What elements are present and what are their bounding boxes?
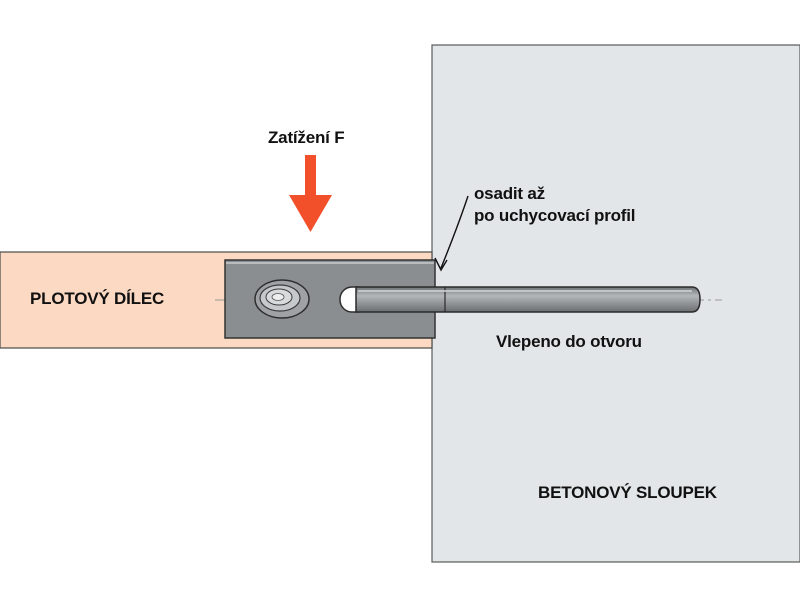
screw-icon [254, 279, 310, 319]
glued-label: Vlepeno do otvoru [496, 332, 642, 351]
load-arrow-icon [289, 155, 332, 232]
panel-label: PLOTOVÝ DÍLEC [30, 289, 165, 308]
anchor-rod [355, 286, 701, 313]
insert-note-line1: osadit až [474, 184, 545, 203]
leader-arrow-icon [434, 195, 469, 272]
insert-note-line2: po uchycovací profil [474, 206, 636, 225]
load-label: Zatížení F [268, 128, 345, 147]
post-label: BETONOVÝ SLOUPEK [538, 483, 717, 502]
